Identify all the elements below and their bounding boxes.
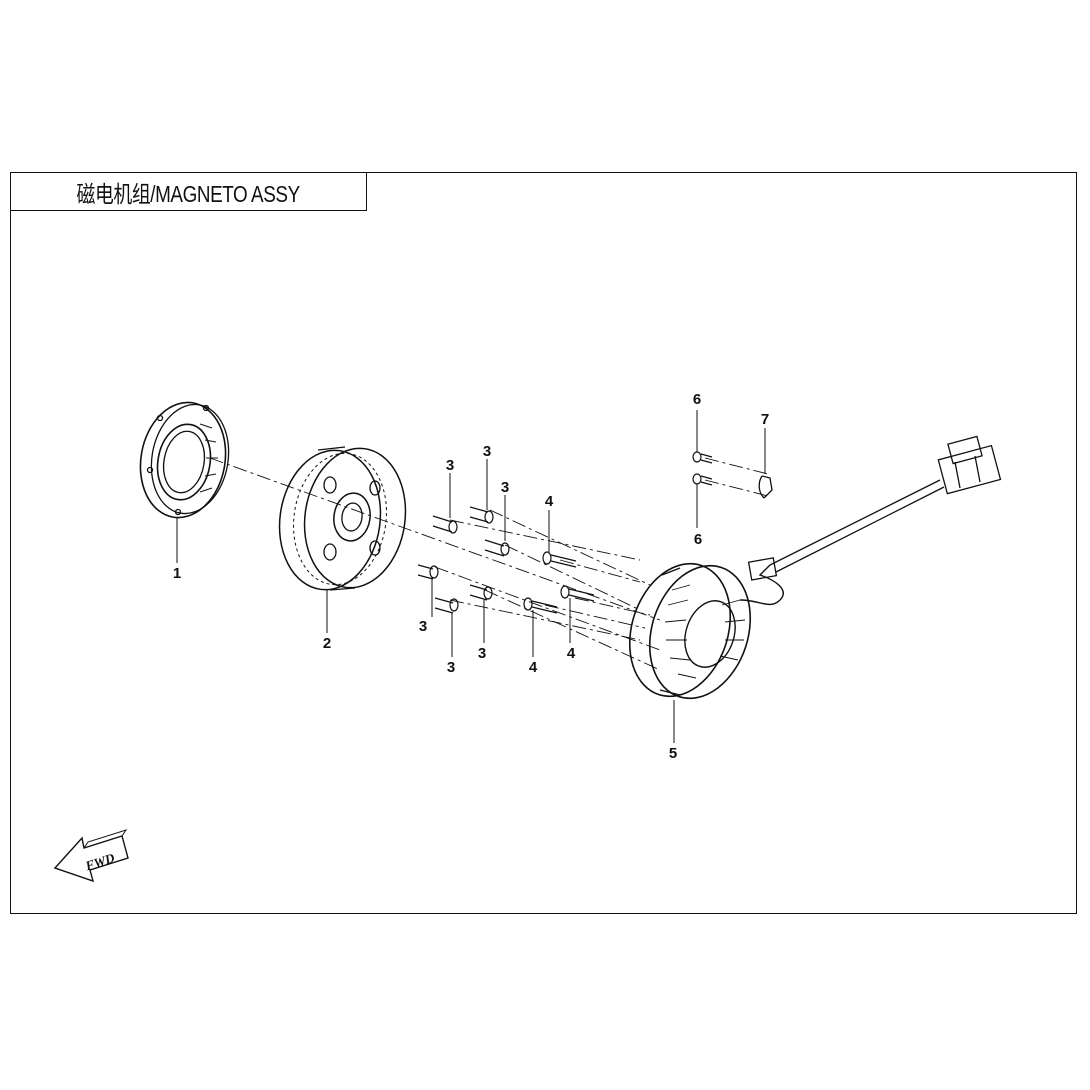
bolts-part-3 bbox=[417, 506, 510, 614]
bolts-part-4 bbox=[523, 551, 595, 614]
drawing-frame bbox=[10, 172, 1077, 914]
fwd-label: FWD bbox=[83, 850, 117, 874]
callout-1: 1 bbox=[173, 565, 181, 582]
oil-seal-part-1 bbox=[139, 401, 230, 519]
callout-2: 2 bbox=[323, 635, 331, 652]
callout-6-a: 6 bbox=[693, 391, 701, 408]
callout-3-b: 3 bbox=[483, 443, 491, 460]
leader-lines bbox=[176, 410, 766, 743]
callout-4-b: 4 bbox=[567, 645, 576, 662]
wire-harness bbox=[739, 435, 1002, 606]
callout-3-d: 3 bbox=[419, 618, 427, 635]
callout-3-a: 3 bbox=[446, 457, 454, 474]
callout-6-b: 6 bbox=[694, 531, 702, 548]
callout-3-e: 3 bbox=[447, 659, 455, 676]
callout-3-f: 3 bbox=[478, 645, 486, 662]
diagram-title: 磁电机组/MAGNETO ASSY bbox=[76, 180, 301, 207]
forward-arrow-icon bbox=[53, 829, 129, 883]
callout-4-c: 4 bbox=[529, 659, 538, 676]
clamp-part-7 bbox=[758, 475, 773, 499]
callout-3-c: 3 bbox=[501, 479, 509, 496]
title-box: 磁电机组/MAGNETO ASSY bbox=[10, 172, 367, 211]
connector bbox=[937, 435, 1002, 495]
screws-part-6 bbox=[692, 451, 713, 486]
callout-4-a: 4 bbox=[545, 493, 554, 510]
flywheel-rotor-part-2 bbox=[278, 446, 407, 591]
callout-7: 7 bbox=[761, 411, 769, 428]
callout-5: 5 bbox=[669, 745, 677, 762]
stator-part-5 bbox=[628, 562, 752, 700]
